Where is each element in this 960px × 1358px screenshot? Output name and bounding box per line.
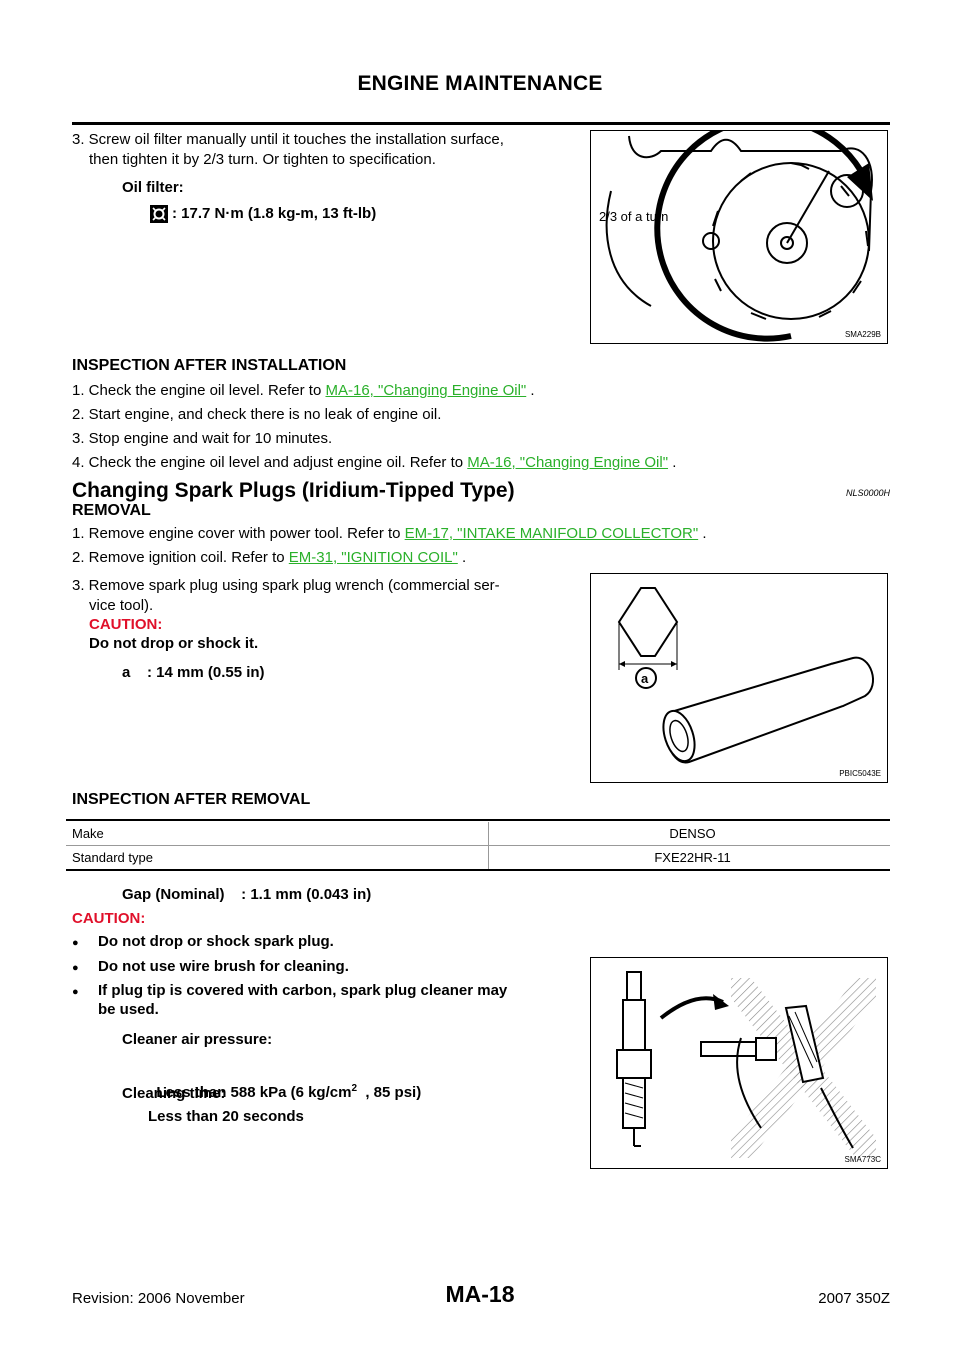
table-top-rule (66, 819, 890, 821)
caution-bullet-3: ●If plug tip is covered with carbon, spa… (72, 981, 507, 1002)
removal-step-3-line1: 3. Remove spark plug using spark plug wr… (72, 577, 500, 594)
figure-id: SMA773C (844, 1155, 881, 1164)
caution-bullet-2: ●Do not use wire brush for cleaning. (72, 957, 349, 978)
section-code: NLS0000H (846, 488, 891, 498)
gap-spec: Gap (Nominal) : 1.1 mm (0.043 in) (122, 886, 372, 903)
inspection-step-1: 1. Check the engine oil level. Refer to … (72, 382, 535, 399)
wrench-illustration: a (617, 587, 874, 764)
removal-step-2: 2. Remove ignition coil. Refer to EM-31,… (72, 549, 467, 566)
table-row: Standard type FXE22HR-11 (66, 845, 890, 871)
inspection-step-3: 3. Stop engine and wait for 10 minutes. (72, 430, 333, 447)
inspection-step-4: 4. Check the engine oil level and adjust… (72, 454, 677, 471)
cleaning-time-label: Cleaning time: (122, 1085, 226, 1102)
table-cell-label: Standard type (66, 845, 489, 871)
caution-bullet-1: ●Do not drop or shock spark plug. (72, 932, 334, 953)
caution-label-2: CAUTION: (72, 910, 146, 927)
cleaner-pressure-value: Less than 588 kPa (6 kg/cm2 , 85 psi) (156, 1083, 422, 1101)
section-title: Changing Spark Plugs (Iridium-Tipped Typ… (72, 479, 515, 502)
page-title: ENGINE MAINTENANCE (357, 72, 603, 95)
inspection-step-2: 2. Start engine, and check there is no l… (72, 406, 442, 423)
caution-text: Do not drop or shock it. (89, 635, 259, 652)
link-changing-engine-oil-2[interactable]: MA-16, "Changing Engine Oil" (467, 454, 669, 471)
link-changing-engine-oil[interactable]: MA-16, "Changing Engine Oil" (325, 382, 527, 399)
oil-filter-illustration: 2/3 of a turn (599, 115, 873, 342)
table-row: Make DENSO (66, 822, 890, 846)
bullet-icon: ● (72, 986, 79, 998)
cleaning-time-value: Less than 20 seconds (148, 1108, 304, 1125)
step3-line1: 3. Screw oil filter manually until it to… (72, 131, 504, 148)
cleaner-pressure-label: Cleaner air pressure: (122, 1031, 273, 1048)
link-ignition-coil[interactable]: EM-31, "IGNITION COIL" (288, 549, 458, 566)
bullet-icon: ● (72, 962, 79, 974)
section-heading: INSPECTION AFTER INSTALLATION (72, 357, 347, 374)
torque-wrench-icon (150, 205, 168, 223)
spark-plug-wrench-figure: a PBIC5043E (590, 573, 888, 783)
removal-step-3-line2: vice tool). (89, 597, 154, 614)
footer-model: 2007 350Z (818, 1290, 890, 1307)
oil-filter-torque-value: : 17.7 N·m (1.8 kg-m, 13 ft-lb) (172, 205, 377, 222)
header-rule (72, 122, 890, 125)
oil-filter-spec-label: Oil filter: (122, 179, 184, 196)
figure-id: PBIC5043E (839, 769, 881, 778)
caution-bullet-3-cont: be used. (98, 1001, 159, 1018)
removal-step-1: 1. Remove engine cover with power tool. … (72, 525, 707, 542)
footer-revision: Revision: 2006 November (72, 1290, 245, 1307)
oil-filter-figure: 2/3 of a turn SMA229B (590, 115, 888, 344)
inspection-removal-heading: INSPECTION AFTER REMOVAL (72, 791, 311, 808)
link-intake-manifold-collector[interactable]: EM-17, "INTAKE MANIFOLD COLLECTOR" (404, 525, 699, 542)
spark-plug-illustration (616, 971, 876, 1158)
dimension-label-a: a (641, 671, 649, 686)
bullet-icon: ● (72, 937, 79, 949)
step3-line2: then tighten it by 2/3 turn. Or tighten … (89, 151, 436, 168)
spark-plug-spec-table: Make DENSO Standard type FXE22HR-11 (66, 822, 890, 871)
caution-label: CAUTION: (89, 616, 163, 633)
removal-heading: REMOVAL (72, 502, 151, 519)
page-number: MA-18 (445, 1281, 515, 1307)
table-cell-label: Make (66, 822, 489, 846)
socket-size-spec: a : 14 mm (0.55 in) (122, 664, 265, 681)
spark-plug-cleaning-figure: SMA773C (590, 957, 888, 1169)
figure-label-turn: 2/3 of a turn (599, 209, 668, 224)
table-cell-value: DENSO (488, 822, 890, 846)
figure-id: SMA229B (844, 330, 881, 339)
table-cell-value: FXE22HR-11 (488, 845, 890, 871)
